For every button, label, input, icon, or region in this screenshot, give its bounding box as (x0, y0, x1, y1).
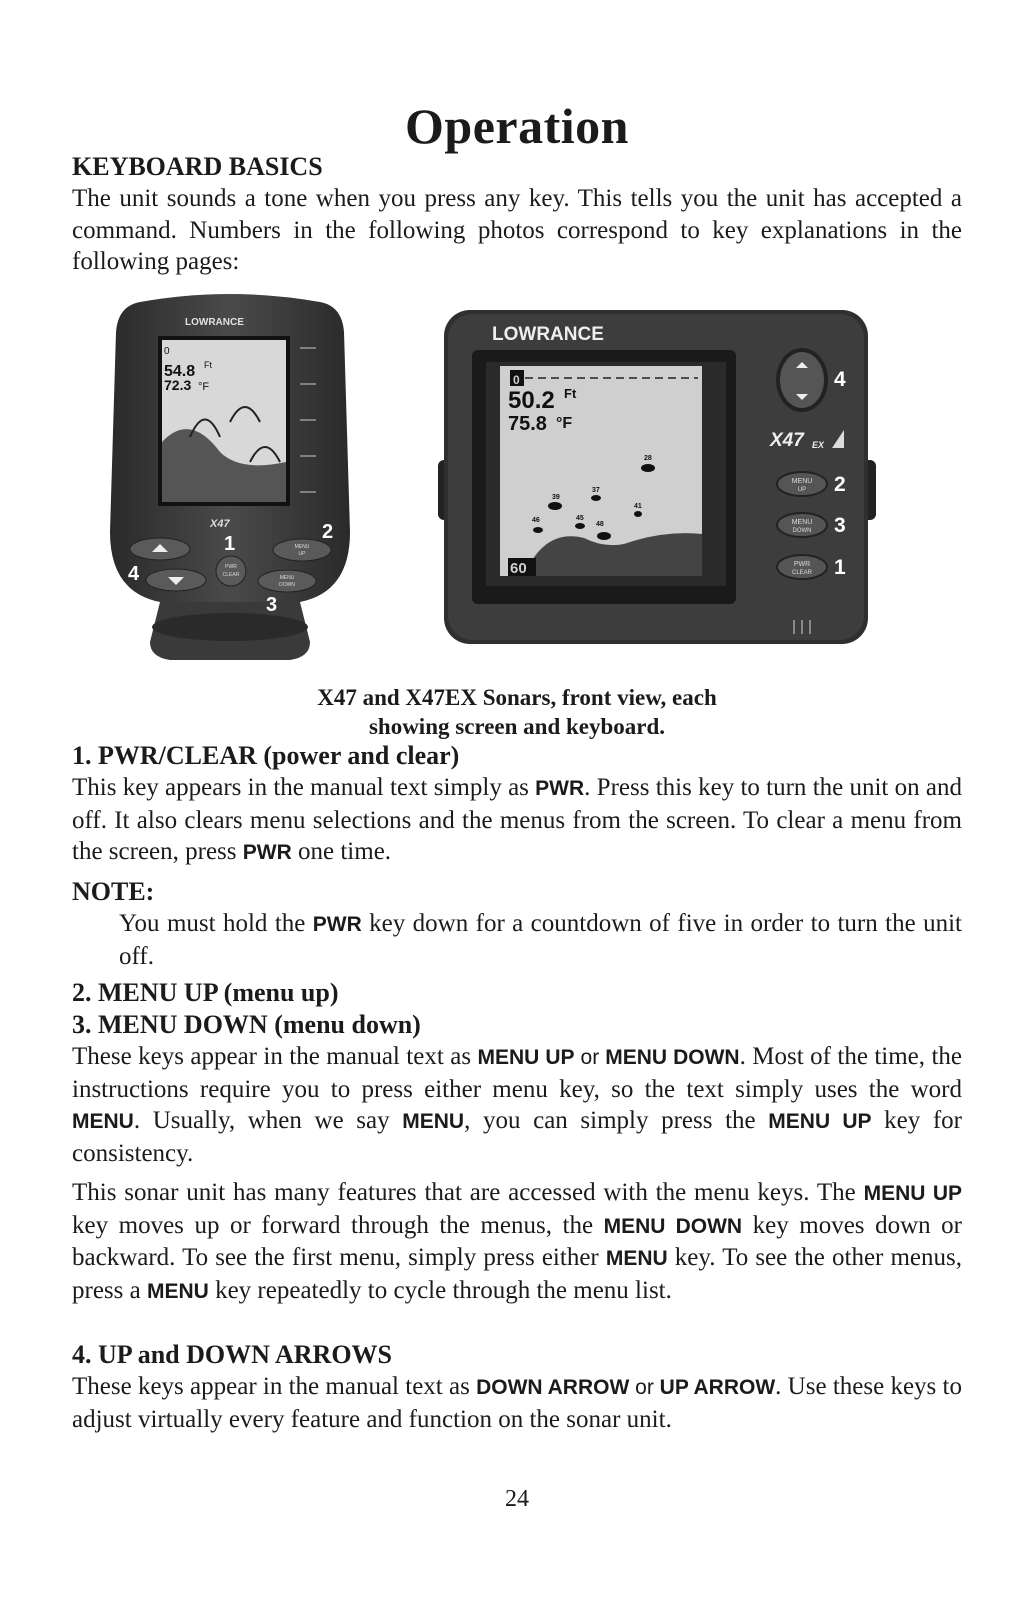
svg-text:CLEAR: CLEAR (792, 570, 813, 576)
pwr-clear-key: PWR CLEAR (215, 555, 247, 587)
menu-down-key: MENU DOWN (257, 569, 317, 593)
brand-logo: LOWRANCE (185, 317, 244, 328)
callout-2: 2 (322, 521, 333, 543)
body-text: The unit sounds a tone when you press an… (72, 185, 962, 275)
svg-text:EX: EX (812, 440, 825, 450)
svg-text:39: 39 (552, 494, 560, 501)
svg-text:°F: °F (556, 415, 572, 432)
callout-4: 4 (128, 563, 140, 585)
section-heading: 3. MENU DOWN (menu down) (72, 1010, 421, 1039)
svg-text:PWR: PWR (225, 564, 237, 570)
keyboard-basics-section: KEYBOARD BASICS The unit sounds a tone w… (72, 151, 962, 278)
menu-up-key: MENU UP (776, 471, 828, 497)
arrow-pad-key (776, 348, 828, 412)
page-number: 24 (505, 1486, 529, 1512)
svg-text:MENU: MENU (792, 478, 813, 485)
pwr-clear-key: PWR CLEAR (776, 554, 828, 580)
callout-1: 1 (834, 556, 846, 579)
svg-text:37: 37 (592, 487, 600, 494)
svg-text:UP: UP (798, 487, 806, 493)
brand-logo: LOWRANCE (492, 324, 604, 345)
sonar-bottom-contour (524, 533, 702, 576)
svg-text:48: 48 (596, 521, 604, 528)
arrows-section: 4. UP and DOWN ARROWS These keys appear … (72, 1339, 962, 1435)
svg-text:MENU: MENU (295, 544, 310, 550)
depth-readout: 50.2 (508, 387, 555, 414)
model-label: X47 (769, 430, 805, 451)
section-heading: 1. PWR/CLEAR (power and clear) (72, 741, 460, 770)
body-text: These keys appear in the manual text as … (72, 1043, 963, 1167)
body-text: These keys appear in the manual text as … (72, 1373, 962, 1433)
callout-3: 3 (834, 514, 846, 537)
svg-text:UP: UP (299, 551, 307, 557)
svg-text:0: 0 (164, 346, 170, 357)
down-arrow-key (145, 568, 207, 592)
svg-text:CLEAR: CLEAR (223, 572, 240, 578)
figure-caption: X47 and X47EX Sonars, front view, each s… (317, 685, 717, 739)
svg-text:46: 46 (532, 517, 540, 524)
section-heading: KEYBOARD BASICS (72, 152, 323, 181)
svg-text:41: 41 (634, 503, 642, 510)
note-text: You must hold the PWR key down for a cou… (119, 910, 962, 970)
svg-text:MENU: MENU (792, 519, 813, 526)
fish-icons (533, 464, 655, 540)
callout-1: 1 (224, 533, 235, 555)
svg-text:DOWN: DOWN (793, 528, 812, 534)
section-heading: 4. UP and DOWN ARROWS (72, 1340, 392, 1369)
body-text: This sonar unit has many features that a… (72, 1179, 963, 1304)
svg-text:28: 28 (644, 455, 652, 462)
model-label: X47 (209, 518, 230, 530)
note-section: NOTE: You must hold the PWR key down for… (72, 876, 962, 972)
menu-keys-section: 2. MENU UP (menu up) 3. MENU DOWN (menu … (72, 977, 962, 1307)
x47ex-sonar-photo: LOWRANCE 0 50.2 Ft 75.8 °F 28 39 37 41 4… (438, 310, 876, 644)
svg-text:°F: °F (198, 381, 209, 393)
callout-3: 3 (266, 594, 277, 616)
svg-text:Ft: Ft (564, 386, 577, 401)
svg-text:MENU: MENU (280, 575, 295, 581)
temp-readout: 72.3 (164, 377, 191, 393)
note-heading: NOTE: (72, 877, 155, 906)
callout-2: 2 (834, 473, 846, 496)
svg-text:DOWN: DOWN (279, 582, 295, 588)
section-heading: 2. MENU UP (menu up) (72, 978, 339, 1007)
menu-down-key: MENU DOWN (776, 512, 828, 538)
svg-text:45: 45 (576, 515, 584, 522)
svg-text:60: 60 (510, 560, 527, 577)
temp-readout: 75.8 (508, 413, 547, 435)
body-text: This key appears in the manual text simp… (72, 774, 962, 865)
depth-readout: 54.8 (164, 363, 195, 380)
x47-sonar-photo: LOWRANCE 54.8 Ft 72.3 °F 0 60 X47 PWR CL… (110, 294, 350, 660)
pwr-clear-section: 1. PWR/CLEAR (power and clear) This key … (72, 740, 962, 869)
svg-text:Ft: Ft (204, 360, 212, 370)
page-title: Operation (405, 98, 629, 154)
callout-4: 4 (834, 368, 846, 391)
svg-text:0: 0 (513, 373, 520, 387)
up-arrow-key (129, 537, 191, 561)
svg-text:PWR: PWR (794, 561, 810, 568)
sonar-bottom-contour (162, 429, 286, 502)
menu-up-key: MENU UP (272, 538, 332, 562)
